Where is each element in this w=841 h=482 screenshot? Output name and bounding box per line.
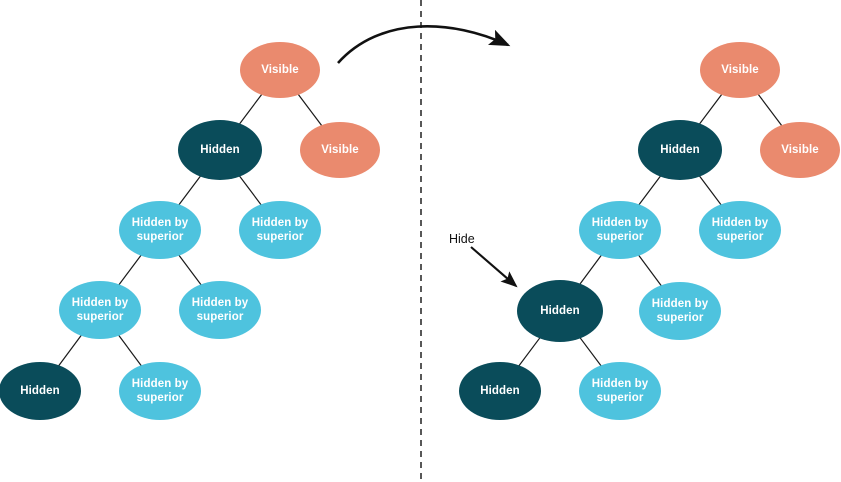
tree-node-visible[interactable]: Visible (240, 42, 320, 98)
tree-edge (297, 93, 323, 127)
tree-node-visible[interactable]: Visible (700, 42, 780, 98)
tree-node-hidden[interactable]: Hidden (178, 120, 262, 180)
transition-arrow (337, 25, 511, 64)
tree-edge (177, 254, 203, 286)
tree-node-hidden[interactable]: Hidden (0, 362, 81, 420)
tree-node-hidden-by-superior[interactable]: Hidden by superior (639, 282, 721, 340)
hide-arrow (470, 246, 518, 288)
tree-edge (637, 254, 663, 287)
tree-edge (698, 174, 723, 206)
tree-node-label: Hidden by superior (711, 217, 769, 243)
tree-edge (238, 174, 263, 206)
tree-edge (517, 336, 541, 367)
tree-node-label: Hidden by superior (591, 217, 649, 243)
tree-edge (637, 174, 662, 206)
tree-node-label: Hidden (200, 144, 240, 156)
tree-node-hidden-by-superior[interactable]: Hidden by superior (239, 201, 321, 259)
tree-edge (57, 334, 83, 367)
tree-edge (698, 93, 723, 126)
tree-node-label: Hidden by superior (251, 217, 309, 243)
tree-node-label: Visible (721, 64, 759, 76)
tree-node-label: Hidden (20, 385, 60, 397)
tree-node-hidden-by-superior[interactable]: Hidden by superior (119, 362, 201, 420)
tree-node-label: Hidden by superior (191, 297, 249, 323)
tree-node-hidden[interactable]: Hidden (517, 280, 603, 342)
tree-edge (117, 254, 143, 286)
tree-edges (57, 93, 783, 367)
tree-node-hidden-by-superior[interactable]: Hidden by superior (579, 201, 661, 259)
tree-node-label: Hidden (660, 144, 700, 156)
tree-node-label: Hidden (480, 385, 520, 397)
tree-node-hidden-by-superior[interactable]: Hidden by superior (699, 201, 781, 259)
tree-edge (238, 93, 263, 126)
tree-edge (578, 254, 603, 286)
tree-node-label: Hidden by superior (651, 298, 709, 324)
tree-node-label: Visible (261, 64, 299, 76)
tree-node-visible[interactable]: Visible (300, 122, 380, 178)
tree-node-label: Hidden by superior (131, 378, 189, 404)
tree-edge (757, 93, 783, 127)
tree-node-label: Hidden by superior (591, 378, 649, 404)
tree-edge (177, 174, 202, 206)
tree-node-hidden-by-superior[interactable]: Hidden by superior (119, 201, 201, 259)
tree-node-label: Hidden (540, 305, 580, 317)
tree-edge (117, 334, 143, 367)
tree-node-visible[interactable]: Visible (760, 122, 840, 178)
hide-annotation-label: Hide (449, 232, 475, 246)
tree-node-hidden-by-superior[interactable]: Hidden by superior (59, 281, 141, 339)
tree-node-label: Hidden by superior (131, 217, 189, 243)
tree-node-hidden[interactable]: Hidden (638, 120, 722, 180)
tree-node-hidden-by-superior[interactable]: Hidden by superior (179, 281, 261, 339)
tree-node-hidden[interactable]: Hidden (459, 362, 541, 420)
tree-edge (579, 336, 603, 367)
tree-node-label: Hidden by superior (71, 297, 129, 323)
tree-node-label: Visible (321, 144, 359, 156)
tree-node-hidden-by-superior[interactable]: Hidden by superior (579, 362, 661, 420)
tree-node-label: Visible (781, 144, 819, 156)
